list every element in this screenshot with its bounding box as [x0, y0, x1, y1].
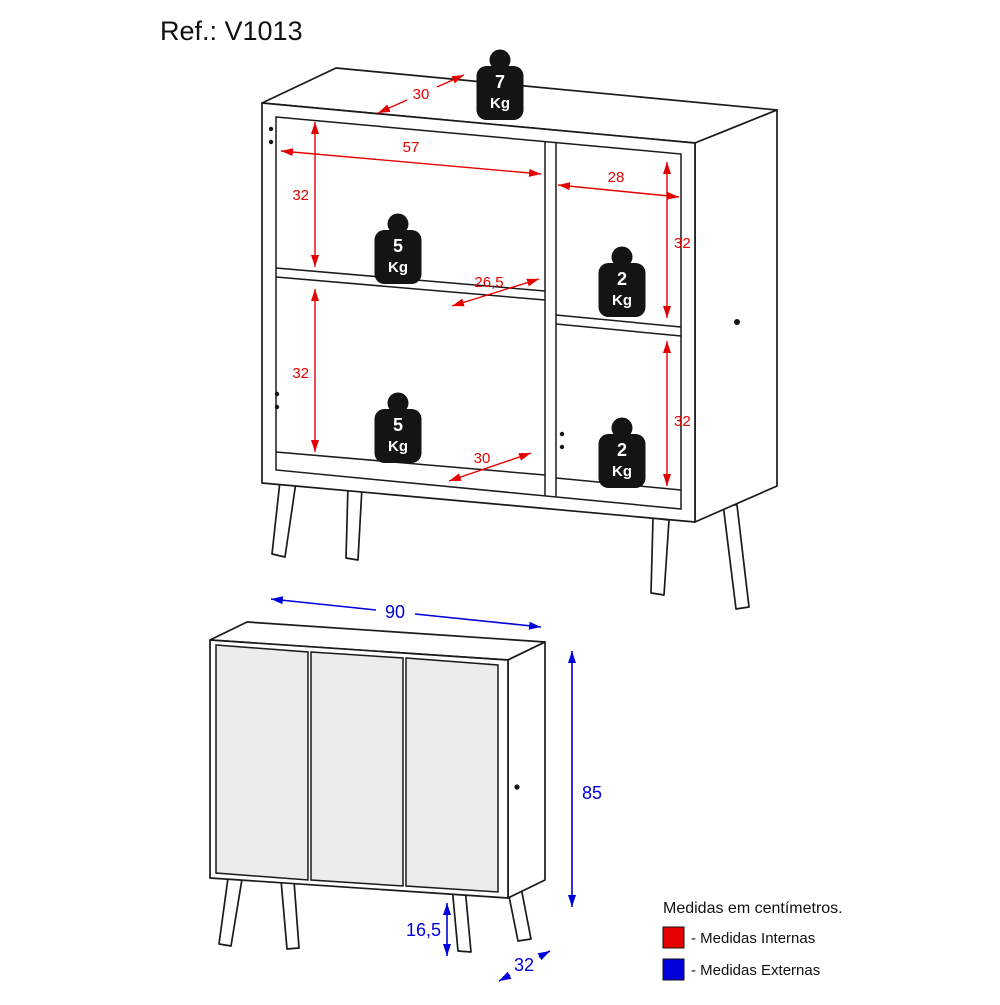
dim-label: 32 [514, 955, 534, 975]
cabinet-side-face [507, 641, 546, 899]
external-measure-swatch [662, 958, 685, 981]
weight-value: 7 [495, 72, 505, 92]
kettlebell-handle [611, 246, 633, 268]
dim-right-width: 28 [557, 169, 680, 200]
internal-measure-swatch [662, 926, 685, 949]
leg-back-left [345, 485, 363, 561]
dim-leg-height: 16,5 [406, 903, 451, 956]
weight-badge-right-shelf: 2 Kg [598, 246, 646, 317]
mirror-door-right [405, 657, 499, 893]
dim-left-upper-height: 32 [292, 122, 319, 267]
weight-unit: Kg [388, 259, 408, 276]
leg-back-left [280, 879, 300, 950]
kettlebell-handle [611, 417, 633, 439]
dim-label: 30 [413, 86, 430, 103]
dim-height: 85 [568, 651, 602, 907]
weight-badge-top: 7 Kg [476, 49, 524, 120]
pin-hole-dot [559, 444, 565, 450]
dim-label: 85 [582, 783, 602, 803]
dim-label: 32 [292, 365, 309, 382]
dim-right-upper-height: 32 [663, 162, 691, 318]
dim-left-width: 57 [280, 139, 542, 177]
legend: Medidas em centímetros. - Medidas Intern… [662, 900, 843, 981]
weight-value: 5 [393, 415, 403, 435]
dim-label: 32 [292, 187, 309, 204]
mirror-door-left [215, 644, 309, 881]
kettlebell-body [374, 409, 422, 463]
kettlebell-handle [387, 213, 409, 235]
dim-label: 57 [403, 139, 420, 156]
weight-value: 5 [393, 236, 403, 256]
leg-front-right [650, 517, 670, 596]
kettlebell-handle [387, 392, 409, 414]
dim-left-lower-height: 32 [292, 289, 319, 452]
kettlebell-body [374, 230, 422, 284]
dim-shelf-depth: 26,5 [451, 274, 540, 307]
reference-title: Ref.: V1013 [160, 16, 303, 46]
pin-hole-dot [274, 404, 280, 410]
kettlebell-body [476, 66, 524, 120]
dim-label: 32 [674, 235, 691, 252]
cabinet-opening-frame [275, 116, 682, 510]
pin-hole-dot [559, 431, 565, 437]
mirror-door-center [310, 651, 404, 887]
right-shelf-line [555, 314, 682, 328]
pin-hole-dot [268, 126, 274, 132]
weight-value: 2 [617, 269, 627, 289]
kettlebell-handle [489, 49, 511, 71]
cabinet-front-face [261, 102, 696, 523]
dim-top-depth: 30 [377, 74, 465, 114]
dim-label: 30 [474, 450, 491, 467]
kettlebell-body [598, 263, 646, 317]
side-knob-dot [514, 784, 520, 790]
side-knob-dot [734, 319, 740, 325]
weight-value: 2 [617, 440, 627, 460]
leg-front-left [218, 877, 243, 947]
dim-bottom-depth: 30 [448, 450, 532, 482]
weight-unit: Kg [612, 292, 632, 309]
weight-badge-left-shelf: 5 Kg [374, 213, 422, 284]
pin-hole-dot [268, 139, 274, 145]
legend-external-label: - Medidas Externas [691, 962, 820, 979]
dim-label: 26,5 [474, 274, 503, 291]
front-view: 90 85 16,5 32 [209, 596, 602, 982]
weight-unit: Kg [490, 95, 510, 112]
kettlebell-body [598, 434, 646, 488]
dim-label: 32 [674, 413, 691, 430]
cabinet-side-face [694, 109, 778, 523]
weight-unit: Kg [388, 438, 408, 455]
dim-right-lower-height: 32 [663, 341, 691, 486]
leg-front-left [271, 480, 297, 558]
legend-title: Medidas em centímetros. [663, 900, 843, 917]
dim-width: 90 [270, 596, 542, 630]
dim-label: 16,5 [406, 920, 441, 940]
weight-badge-left-bottom: 5 Kg [374, 392, 422, 463]
perspective-view: 7 Kg 5 Kg 2 Kg 5 Kg 2 Kg [261, 49, 778, 610]
legend-internal-label: - Medidas Internas [691, 930, 815, 947]
leg-back-right [722, 503, 750, 610]
weight-badge-right-bottom: 2 Kg [598, 417, 646, 488]
dim-label: 90 [385, 602, 405, 622]
pin-hole-dot [274, 391, 280, 397]
right-shelf-line [555, 323, 682, 337]
weight-unit: Kg [612, 463, 632, 480]
dim-depth: 32 [498, 950, 551, 982]
dim-label: 28 [608, 169, 625, 186]
